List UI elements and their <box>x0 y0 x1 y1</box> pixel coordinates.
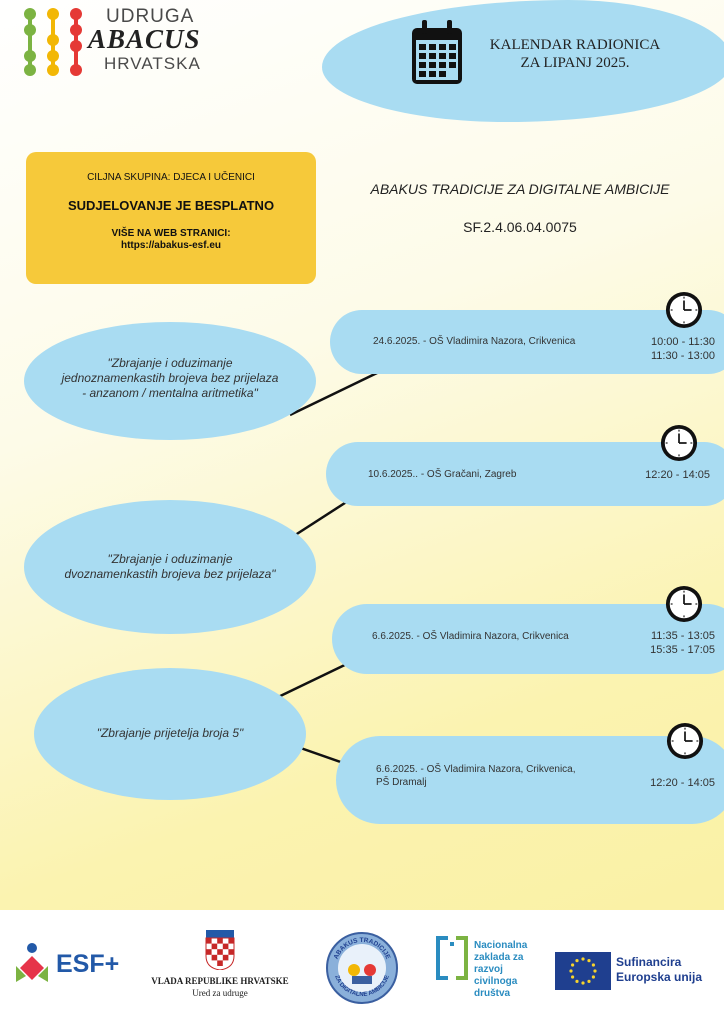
clock-icon <box>665 585 703 623</box>
clock-icon <box>666 722 704 760</box>
website-link[interactable]: https://abakus-esf.eu <box>120 240 222 251</box>
free-participation: SUDJELOVANJE JE BESPLATNO <box>67 198 275 213</box>
nzrcd-line1: Nacionalna <box>474 940 528 951</box>
topic-1-line1: "Zbrajanje i oduzimanje <box>107 356 233 370</box>
eu-line2: Europska unija <box>616 970 703 984</box>
session-4-line2: PŠ Dramalj <box>376 777 427 788</box>
session-1-line1: 24.6.2025. - OŠ Vladimira Nazora, Crikve… <box>373 336 576 347</box>
calendar-icon <box>412 20 462 84</box>
session-4-time1: 12:20 - 14:05 <box>650 777 715 789</box>
calendar-title-line2: ZA LIPANJ 2025. <box>520 55 630 71</box>
session-3-line1: 6.6.2025. - OŠ Vladimira Nazora, Crikven… <box>372 631 569 642</box>
clock-icon <box>665 291 703 329</box>
nzrcd-line2: zaklada za <box>474 952 524 963</box>
abakus-badge-icon: ABAKUS TRADICIJE ZA DIGITALNE AMBICIJE <box>326 932 398 1004</box>
calendar-title-line1: KALENDAR RADIONICA <box>489 37 661 53</box>
session-1-times: 10:00 - 11:30 11:30 - 13:00 <box>600 335 715 363</box>
logo-line3: HRVATSKA <box>104 54 201 73</box>
topic-1-line2: jednoznamenkastih brojeva bez prijelaza <box>61 371 279 385</box>
session-4-place: 6.6.2025. - OŠ Vladimira Nazora, Crikven… <box>376 763 576 789</box>
nzrcd-text: Nacionalna zaklada za razvoj civilnoga d… <box>474 940 527 1000</box>
target-group: CILJNA SKUPINA: DJECA I UČENICI <box>87 172 255 183</box>
topic-2-line1: "Zbrajanje i oduzimanje <box>107 552 233 566</box>
nzrcd-line4: civilnoga <box>474 976 518 987</box>
logo-line1: UDRUGA <box>106 6 195 27</box>
nzrcd-line5: društva <box>474 988 511 999</box>
nzrcd-logo-icon <box>436 936 468 980</box>
session-2-times: 12:20 - 14:05 <box>600 468 710 482</box>
croatia-coat-of-arms-icon <box>205 930 235 970</box>
session-2-time1: 12:20 - 14:05 <box>645 469 710 481</box>
esf-logo-icon <box>16 943 48 982</box>
eu-text: Sufinancira Europska unija <box>616 955 702 985</box>
topic-3: "Zbrajanje prijetelja broja 5" <box>40 726 300 741</box>
topic-1: "Zbrajanje i oduzimanje jednoznamenkasti… <box>30 356 310 401</box>
session-2-line1: 10.6.2025.. - OŠ Gračani, Zagreb <box>368 469 517 480</box>
session-3-place: 6.6.2025. - OŠ Vladimira Nazora, Crikven… <box>372 630 569 643</box>
session-4-line1: 6.6.2025. - OŠ Vladimira Nazora, Crikven… <box>376 764 576 775</box>
topic-1-line3: - anzanom / mentalna aritmetika" <box>82 386 258 400</box>
session-3-time2: 15:35 - 17:05 <box>650 644 715 656</box>
header-blob <box>322 0 724 122</box>
calendar-title: KALENDAR RADIONICA ZA LIPANJ 2025. <box>470 36 680 72</box>
project-name: ABAKUS TRADICIJE ZA DIGITALNE AMBICIJE <box>370 181 670 197</box>
session-pill-4 <box>336 736 724 824</box>
topic-2: "Zbrajanje i oduzimanje dvoznamenkastih … <box>30 552 310 582</box>
topic-blob-3 <box>34 668 306 800</box>
esf-text: ESF+ <box>56 950 120 978</box>
session-3-times: 11:35 - 13:05 15:35 - 17:05 <box>600 629 715 657</box>
vlada-line2: Ured za udruge <box>192 988 248 998</box>
topic-2-line2: dvoznamenkastih brojeva bez prijelaza" <box>64 567 276 581</box>
session-1-time2: 11:30 - 13:00 <box>650 350 715 362</box>
more-info-label: VIŠE NA WEB STRANICI: <box>111 228 231 239</box>
topic-3-line1: "Zbrajanje prijetelja broja 5" <box>96 726 244 740</box>
eu-line1: Sufinancira <box>616 955 682 969</box>
abacus-logo-icon <box>24 8 82 76</box>
vlada-line1: VLADA REPUBLIKE HRVATSKE <box>151 976 289 986</box>
topic-blob-1 <box>24 322 316 440</box>
nzrcd-line3: razvoj <box>474 964 503 975</box>
session-pill-2 <box>326 442 724 506</box>
session-1-place: 24.6.2025. - OŠ Vladimira Nazora, Crikve… <box>373 335 575 348</box>
session-2-place: 10.6.2025.. - OŠ Gračani, Zagreb <box>368 468 516 481</box>
session-pill-3 <box>332 604 724 674</box>
session-pill-1 <box>330 310 724 374</box>
session-4-times: 12:20 - 14:05 <box>600 776 715 790</box>
eu-flag-icon <box>555 952 611 990</box>
topic-blob-2 <box>24 500 316 634</box>
clock-icon <box>660 424 698 462</box>
info-box: CILJNA SKUPINA: DJECA I UČENICI SUDJELOV… <box>26 152 316 284</box>
project-code: SF.2.4.06.04.0075 <box>463 219 577 235</box>
session-1-time1: 10:00 - 11:30 <box>650 336 715 348</box>
session-3-time1: 11:35 - 13:05 <box>650 630 715 642</box>
logo-line2: ABACUS <box>88 24 201 54</box>
